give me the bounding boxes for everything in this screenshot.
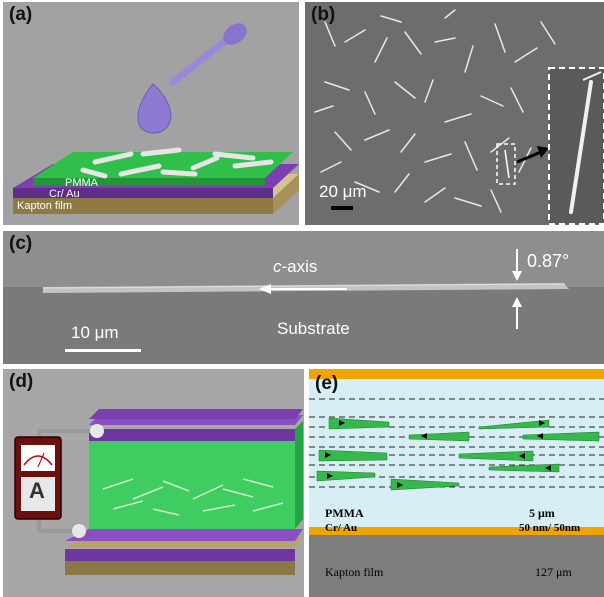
crau-label: Cr/ Au [49,188,80,200]
tapered-wires [316,417,600,491]
scale-text-b: 20 μm [319,182,367,201]
c-axis-prefix: c [273,257,282,276]
pmma-label: PMMA [65,177,98,189]
kapton-region [309,535,604,597]
scale-bar-c [65,349,141,352]
panel-a-label: (a) [9,4,33,25]
angle-label: 0.87° [527,251,570,271]
kapton-label: Kapton film [17,200,73,212]
panel-a: (a) PMMA Cr/ Au Kapton film [3,2,299,225]
panel-e-diagram [309,369,604,597]
panel-e: (e) PMMA 5 μm Cr/ Au 50 nm/ 50nm Kapton … [309,369,604,597]
nanowires [80,147,274,179]
green-film [89,429,295,529]
c-axis-suffix: -axis [281,257,318,276]
scale-text-c: 10 μm [71,323,119,342]
crau-strip [309,527,604,535]
panel-d-label: (d) [9,371,34,392]
droplet-icon [137,83,172,134]
panel-c-label: (c) [9,233,33,254]
pmma-row-value: 5 μm [529,506,555,520]
pipette-icon [169,23,247,86]
panel-d: (d) A [3,369,304,597]
panel-e-label: (e) [315,373,339,394]
ammeter-symbol: A [29,478,45,503]
down-arrow-icon [512,271,522,281]
up-arrow-icon [512,297,522,307]
panel-b-label: (b) [311,4,336,25]
scale-bar-b [331,206,353,210]
arrow-icon [537,146,549,158]
sem-nanowires [314,9,556,213]
selection-box [496,143,516,185]
panel-d-illustration [14,409,303,575]
bottom-electrode [65,529,303,541]
crau-row-value: 50 nm/ 50nm [519,522,581,534]
kapton-row-name: Kapton film [325,565,384,579]
c-axis-label: c-axis [273,257,317,277]
panel-c: (c) c-axis 0.87° 10 μm Substrate [3,231,604,364]
crau-row-name: Cr/ Au [325,522,358,534]
pmma-row-name: PMMA [325,506,364,520]
kapton-row-value: 127 μm [535,565,572,579]
ammeter-icon [14,436,62,520]
c-axis-arrow-icon [259,284,271,294]
sem-image-c [3,231,604,364]
zoom-inset [548,67,604,225]
sem-image-b [314,9,604,225]
substrate-label: Substrate [277,319,350,338]
d-nanowires [102,478,284,516]
panel-a-illustration [13,23,299,214]
panel-b: (b) 20 μm [305,2,604,225]
wire-arrows [325,420,551,488]
